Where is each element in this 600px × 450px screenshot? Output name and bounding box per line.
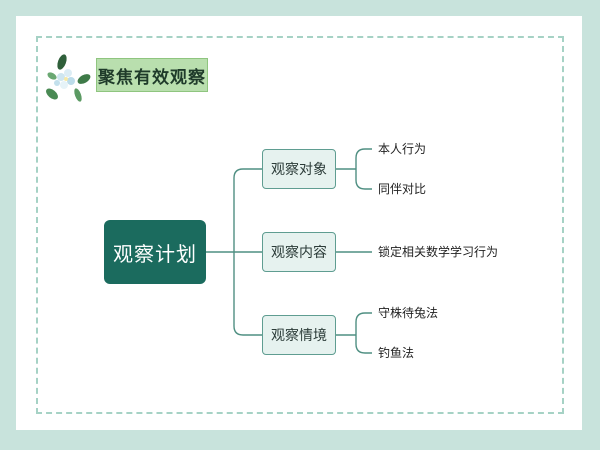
leaf-node: 本人行为 (378, 142, 427, 156)
leaf-node: 同伴对比 (378, 182, 427, 196)
leaf-node: 守株待兔法 (378, 306, 439, 320)
branch-node-observation-context: 观察情境 (262, 315, 336, 355)
branch-node-observation-content: 观察内容 (262, 232, 336, 272)
flower-decoration-icon (46, 54, 91, 102)
leaf-node: 钓鱼法 (378, 346, 415, 360)
branch-node-observation-target: 观察对象 (262, 149, 336, 189)
slide-title: 聚焦有效观察 (96, 58, 208, 92)
leaf-node: 锁定相关数学学习行为 (378, 245, 499, 259)
mindmap-root-node: 观察计划 (104, 220, 206, 284)
dashed-frame (36, 36, 564, 414)
